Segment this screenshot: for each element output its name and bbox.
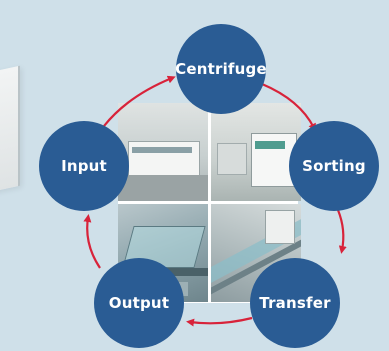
node-centrifuge-label: Centrifuge xyxy=(175,60,267,78)
node-centrifuge: Centrifuge xyxy=(175,24,267,114)
lab-photo-sorter xyxy=(211,103,301,201)
arrow-centrifuge-to-sorting xyxy=(261,82,316,132)
arrow-transfer-to-output xyxy=(186,316,253,327)
arrow-input-to-centrifuge xyxy=(103,75,176,127)
node-input: Input xyxy=(39,121,129,211)
arrow-sorting-to-transfer xyxy=(336,209,347,254)
node-transfer: Transfer xyxy=(250,258,340,348)
node-sorting: Sorting xyxy=(289,121,379,211)
node-input-label: Input xyxy=(61,157,107,175)
arrow-output-to-input xyxy=(83,214,101,269)
node-transfer-label: Transfer xyxy=(259,294,331,312)
node-output: Output xyxy=(94,258,184,348)
node-sorting-label: Sorting xyxy=(302,157,366,175)
lab-photo-hall xyxy=(118,103,208,201)
node-output-label: Output xyxy=(108,294,170,312)
